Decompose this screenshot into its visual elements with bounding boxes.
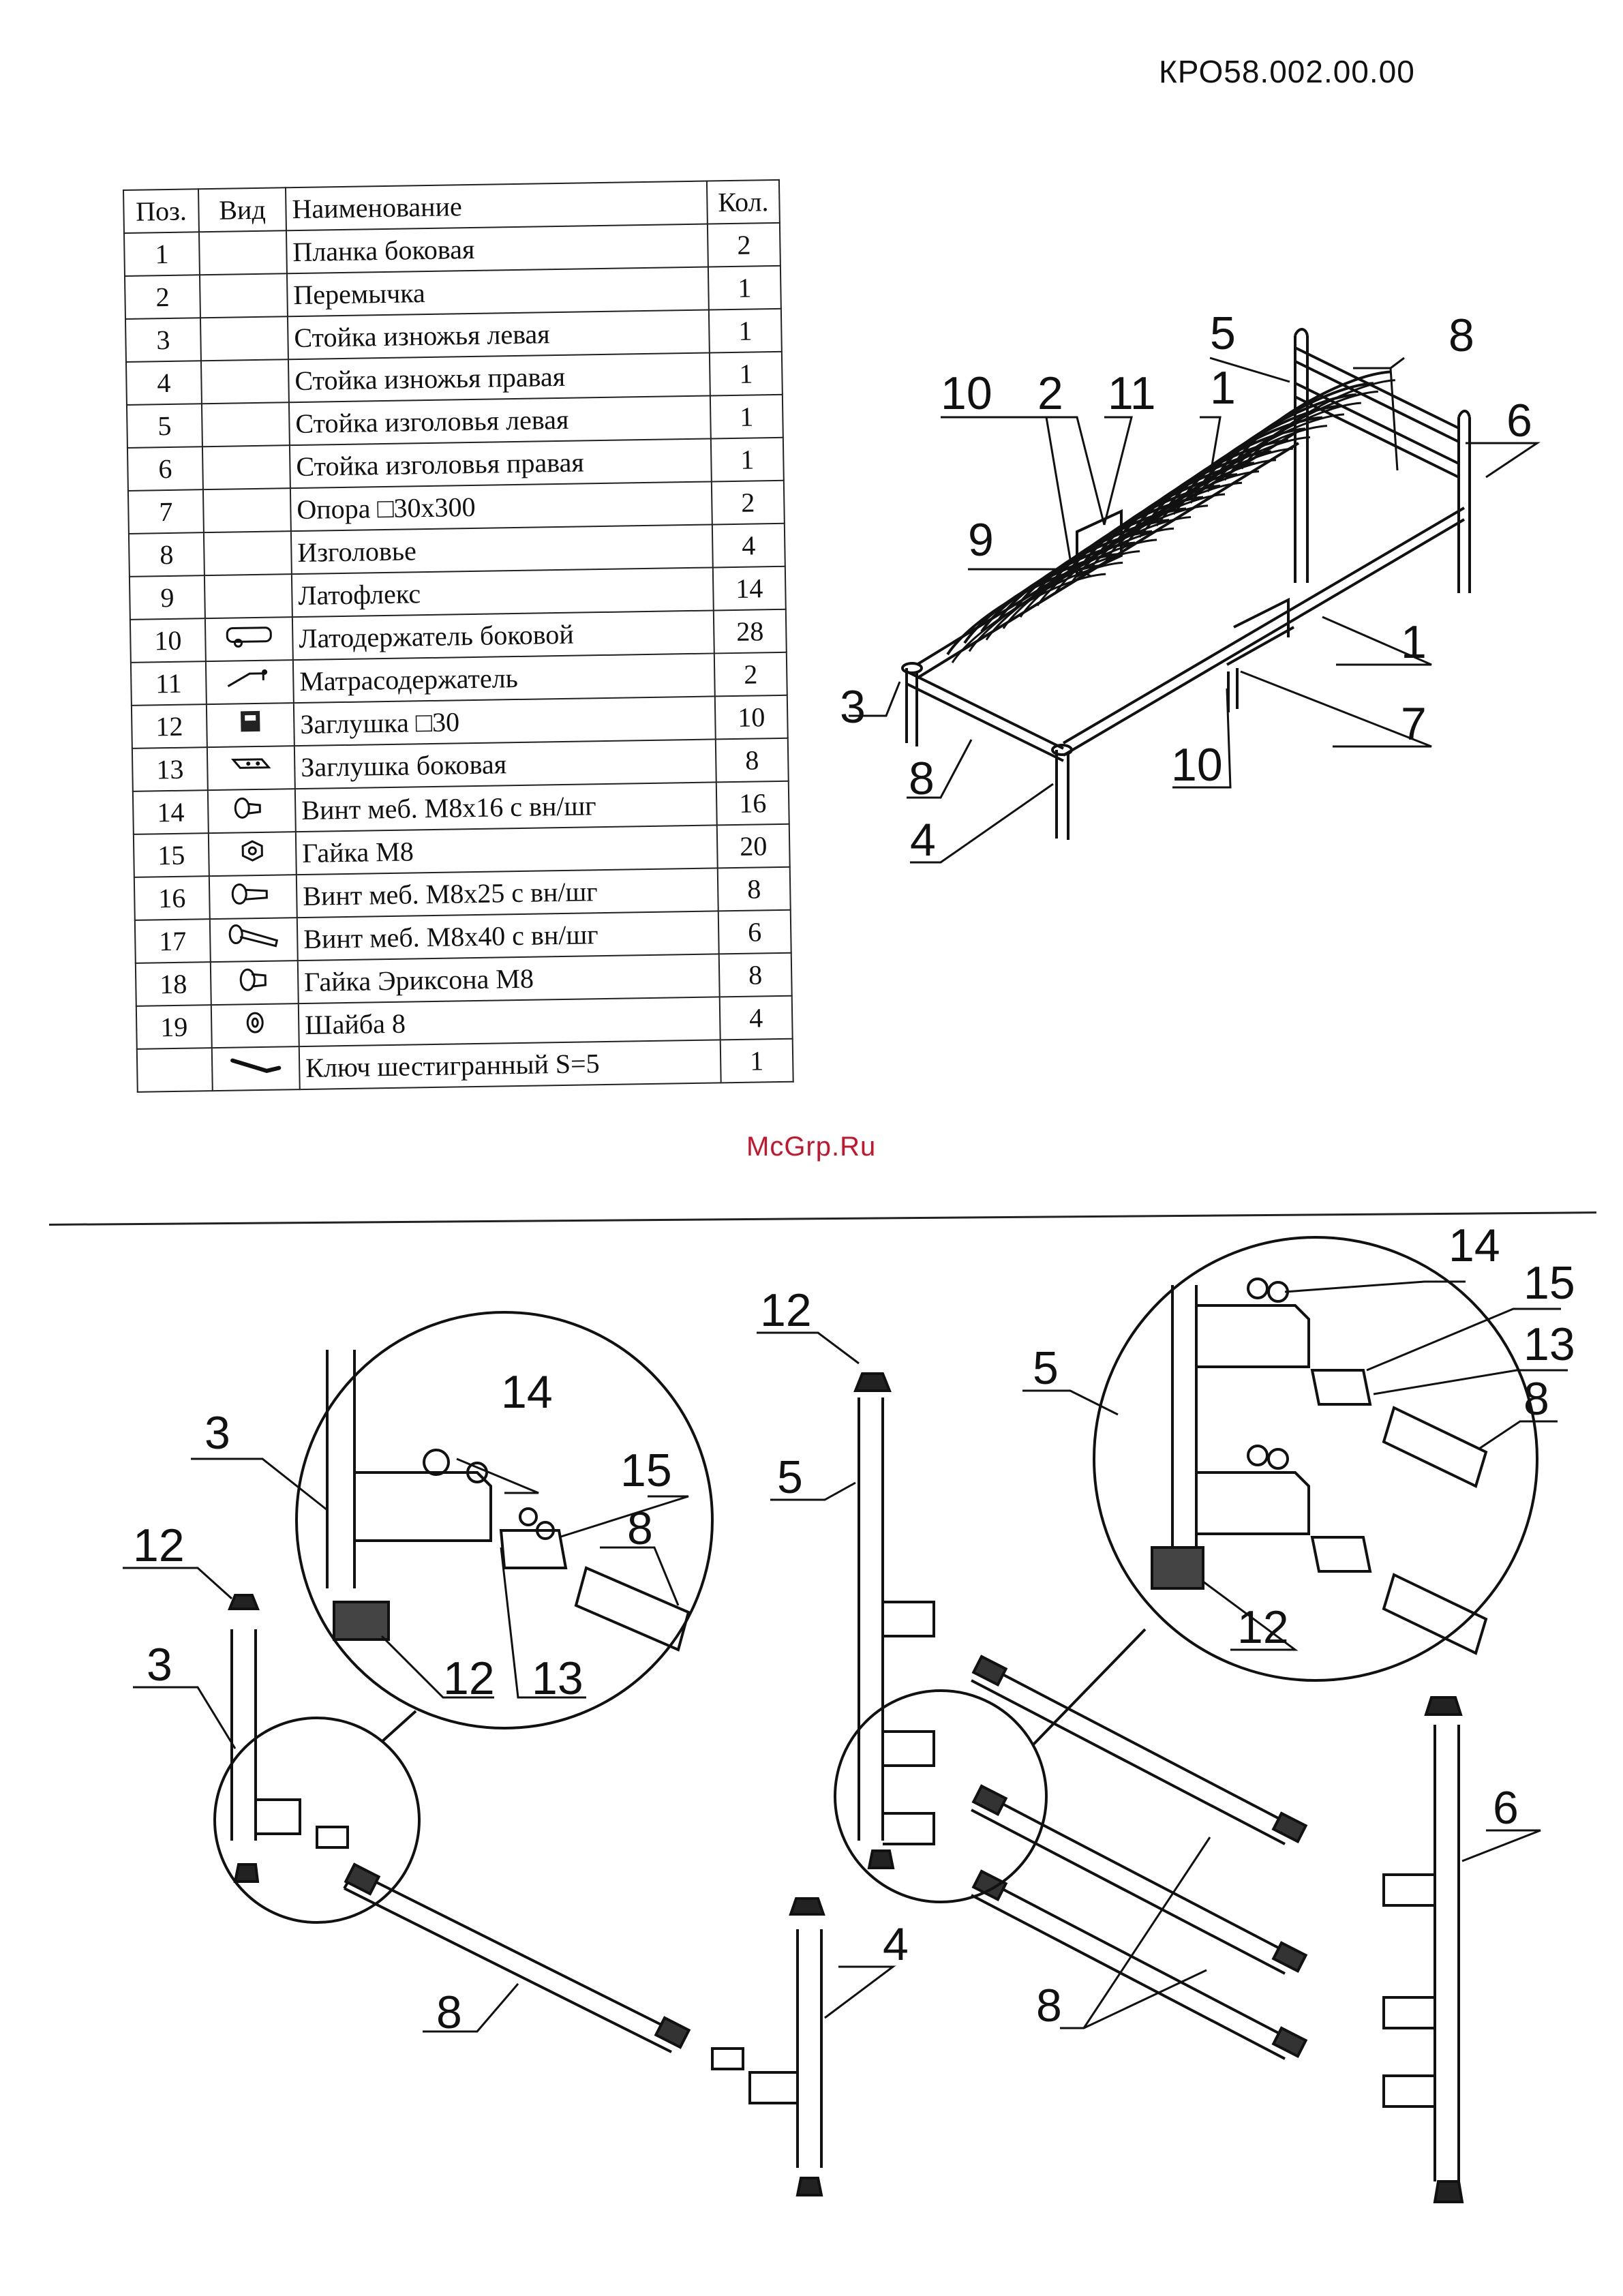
row-view bbox=[208, 832, 297, 877]
document-code: КРО58.002.00.00 bbox=[1159, 54, 1415, 89]
bed-callout-4: 4 bbox=[910, 814, 936, 866]
headboard-callout-13: 13 bbox=[1523, 1318, 1575, 1370]
headboard-callout-labels: 12 14 15 5 13 8 5 12 6 8 bbox=[760, 1220, 1575, 2031]
medium-screw-icon bbox=[226, 882, 281, 913]
bed-callout-7: 7 bbox=[1401, 698, 1427, 750]
mattress-holder-icon bbox=[222, 667, 277, 699]
headboard-callout-14: 14 bbox=[1448, 1220, 1500, 1271]
nut-icon bbox=[225, 839, 280, 871]
footboard-callout-labels: 3 14 15 8 12 3 12 13 8 4 bbox=[133, 1366, 909, 2038]
headboard-callout-15: 15 bbox=[1523, 1257, 1575, 1309]
slat-holder-icon bbox=[222, 624, 277, 656]
bed-callout-10: 10 bbox=[941, 367, 992, 419]
bed-callout-1-top: 1 bbox=[1210, 362, 1236, 414]
bed-callout-labels: 5 8 10 2 11 1 6 9 1 3 7 8 10 4 bbox=[840, 307, 1532, 866]
footboard-callout-12-zoom: 12 bbox=[443, 1652, 495, 1704]
headboard-leader-lines bbox=[757, 1280, 1568, 2029]
headboard-callout-6: 6 bbox=[1493, 1782, 1519, 1834]
bed-callout-3: 3 bbox=[840, 681, 866, 733]
square-cap-icon bbox=[223, 710, 278, 742]
row-view bbox=[205, 660, 294, 705]
row-view bbox=[209, 875, 297, 920]
row-view bbox=[209, 918, 298, 963]
footboard-callout-3: 3 bbox=[147, 1639, 172, 1691]
headboard-callout-8-zoom: 8 bbox=[1523, 1373, 1549, 1425]
footboard-callout-12: 12 bbox=[133, 1520, 185, 1571]
short-screw-icon bbox=[224, 796, 279, 828]
row-view bbox=[210, 961, 299, 1006]
headboard-callout-5-zoom: 5 bbox=[1033, 1342, 1059, 1394]
footboard-assembly-diagram bbox=[213, 1311, 825, 2196]
footboard-callout-8: 8 bbox=[436, 1987, 462, 2038]
footboard-callout-13: 13 bbox=[532, 1652, 583, 1704]
headboard-callout-12-zoom: 12 bbox=[1237, 1601, 1289, 1653]
row-view bbox=[204, 617, 293, 662]
footboard-callout-3-zoom: 3 bbox=[204, 1407, 230, 1459]
footboard-callout-4: 4 bbox=[883, 1918, 909, 1970]
headboard-callout-8: 8 bbox=[1036, 1980, 1062, 2031]
hex-key-icon bbox=[228, 1054, 284, 1085]
bed-callout-8: 8 bbox=[1448, 309, 1474, 361]
watermark: McGrp.Ru bbox=[746, 1132, 877, 1162]
bed-callout-1-right: 1 bbox=[1401, 616, 1427, 668]
row-view bbox=[206, 703, 294, 748]
long-screw-icon bbox=[226, 924, 282, 956]
bed-callout-2: 2 bbox=[1037, 367, 1063, 419]
headboard-callout-5: 5 bbox=[777, 1451, 803, 1503]
headboard-callout-12: 12 bbox=[760, 1284, 812, 1336]
bed-callout-10-lower: 10 bbox=[1171, 739, 1223, 791]
bed-callout-11: 11 bbox=[1108, 367, 1156, 419]
footboard-callout-14: 14 bbox=[501, 1366, 553, 1418]
bed-callout-5: 5 bbox=[1210, 307, 1236, 359]
bed-leader-lines bbox=[849, 357, 1541, 864]
row-view bbox=[207, 789, 296, 834]
row-view bbox=[211, 1003, 299, 1048]
washer-icon bbox=[228, 1011, 283, 1042]
erickson-nut-icon bbox=[227, 968, 282, 999]
row-view bbox=[207, 746, 295, 791]
footboard-callout-8-zoom: 8 bbox=[627, 1502, 653, 1554]
footboard-callout-15: 15 bbox=[620, 1445, 672, 1496]
headboard-assembly-diagram bbox=[834, 1236, 1538, 2203]
row-view bbox=[211, 1046, 300, 1091]
bed-callout-9: 9 bbox=[968, 514, 994, 566]
footboard-leader-lines bbox=[123, 1457, 896, 2033]
bed-callout-8-foot: 8 bbox=[909, 753, 935, 804]
side-cap-icon bbox=[224, 753, 279, 785]
bed-callout-6: 6 bbox=[1506, 395, 1532, 447]
